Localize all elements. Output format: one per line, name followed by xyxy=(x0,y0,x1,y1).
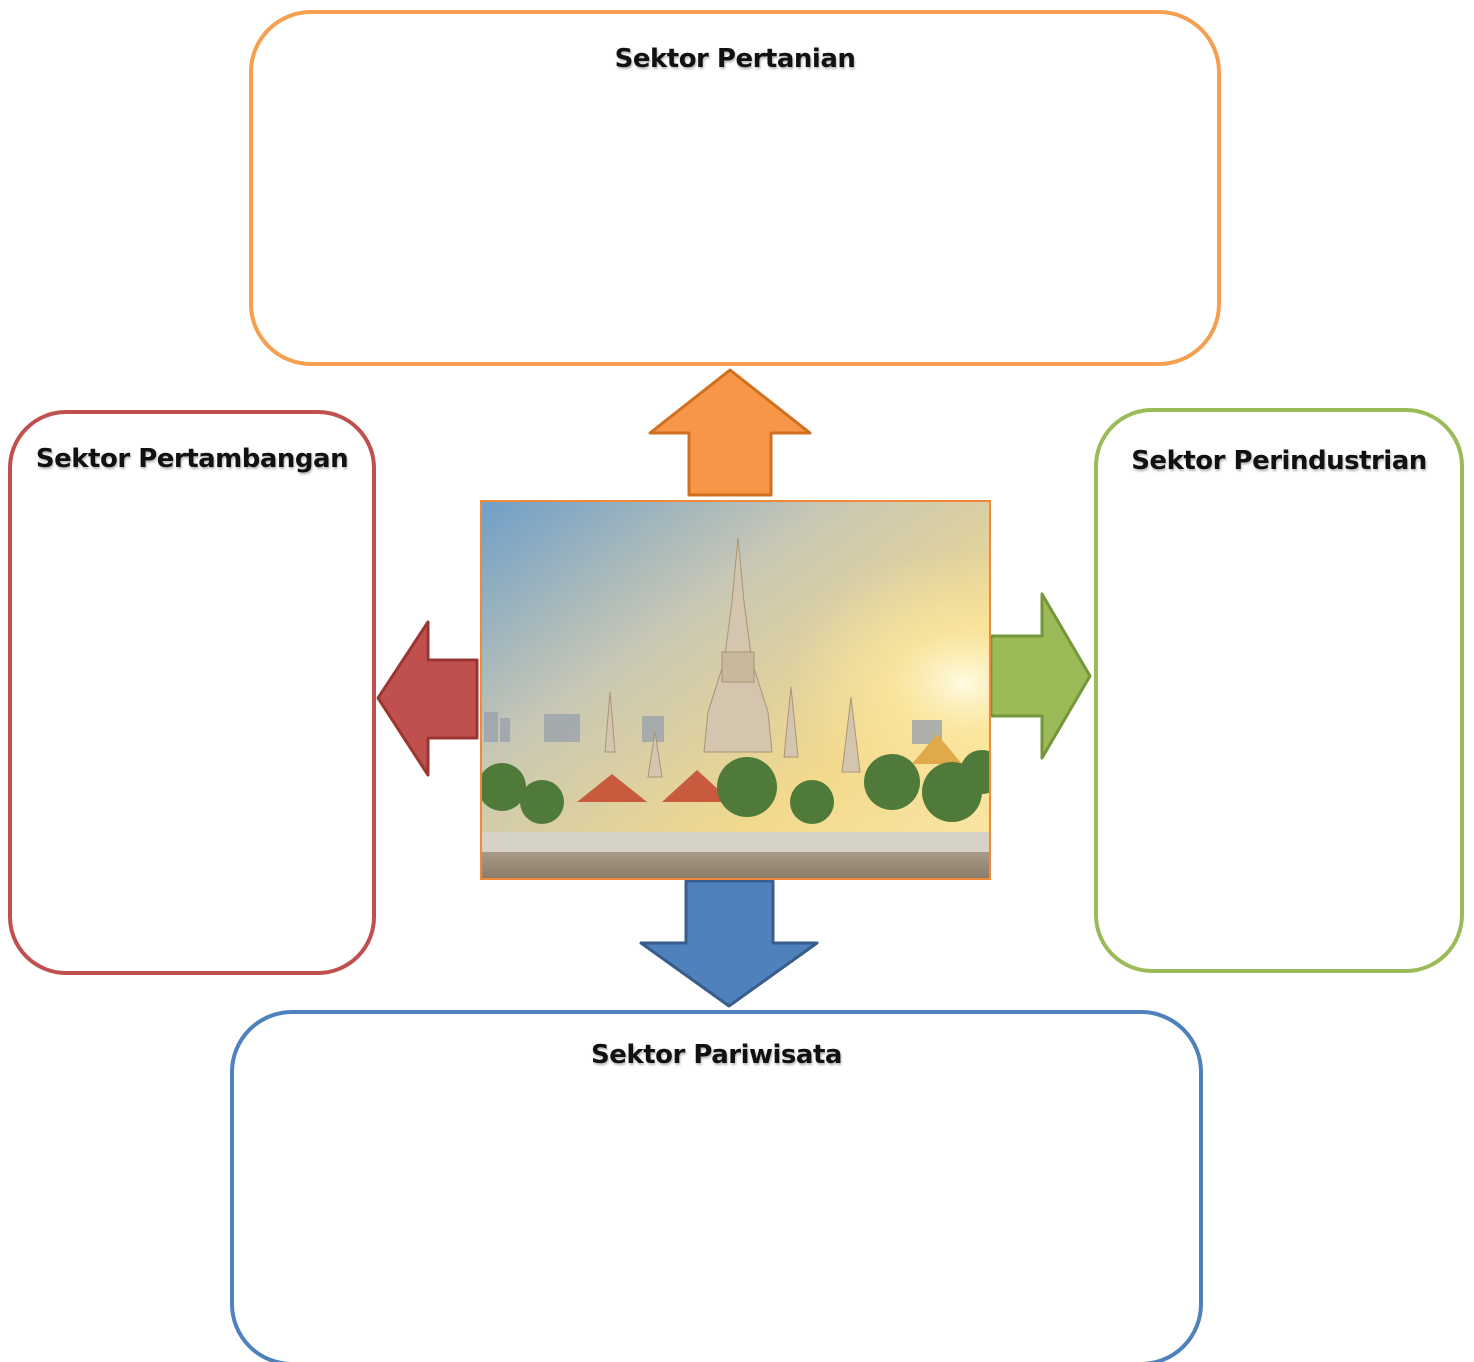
arrow-right-icon xyxy=(989,592,1092,760)
sektor-pertanian-title: Sektor Pertanian xyxy=(614,44,856,74)
arrow-down-icon xyxy=(639,879,819,1008)
sektor-pariwisata-box: Sektor Pariwisata xyxy=(230,1010,1203,1362)
sektor-perindustrian-box: Sektor Perindustrian xyxy=(1094,408,1464,973)
arrow-up-icon xyxy=(648,368,812,497)
sektor-pariwisata-title: Sektor Pariwisata xyxy=(591,1040,842,1070)
sektor-pertambangan-title: Sektor Pertambangan xyxy=(35,444,349,474)
arrow-left-icon xyxy=(376,620,479,777)
sektor-pertanian-box: Sektor Pertanian xyxy=(249,10,1221,366)
sektor-pertambangan-box: Sektor Pertambangan xyxy=(8,410,376,975)
sektor-perindustrian-title: Sektor Perindustrian xyxy=(1131,446,1427,476)
temple-photo xyxy=(480,500,991,880)
